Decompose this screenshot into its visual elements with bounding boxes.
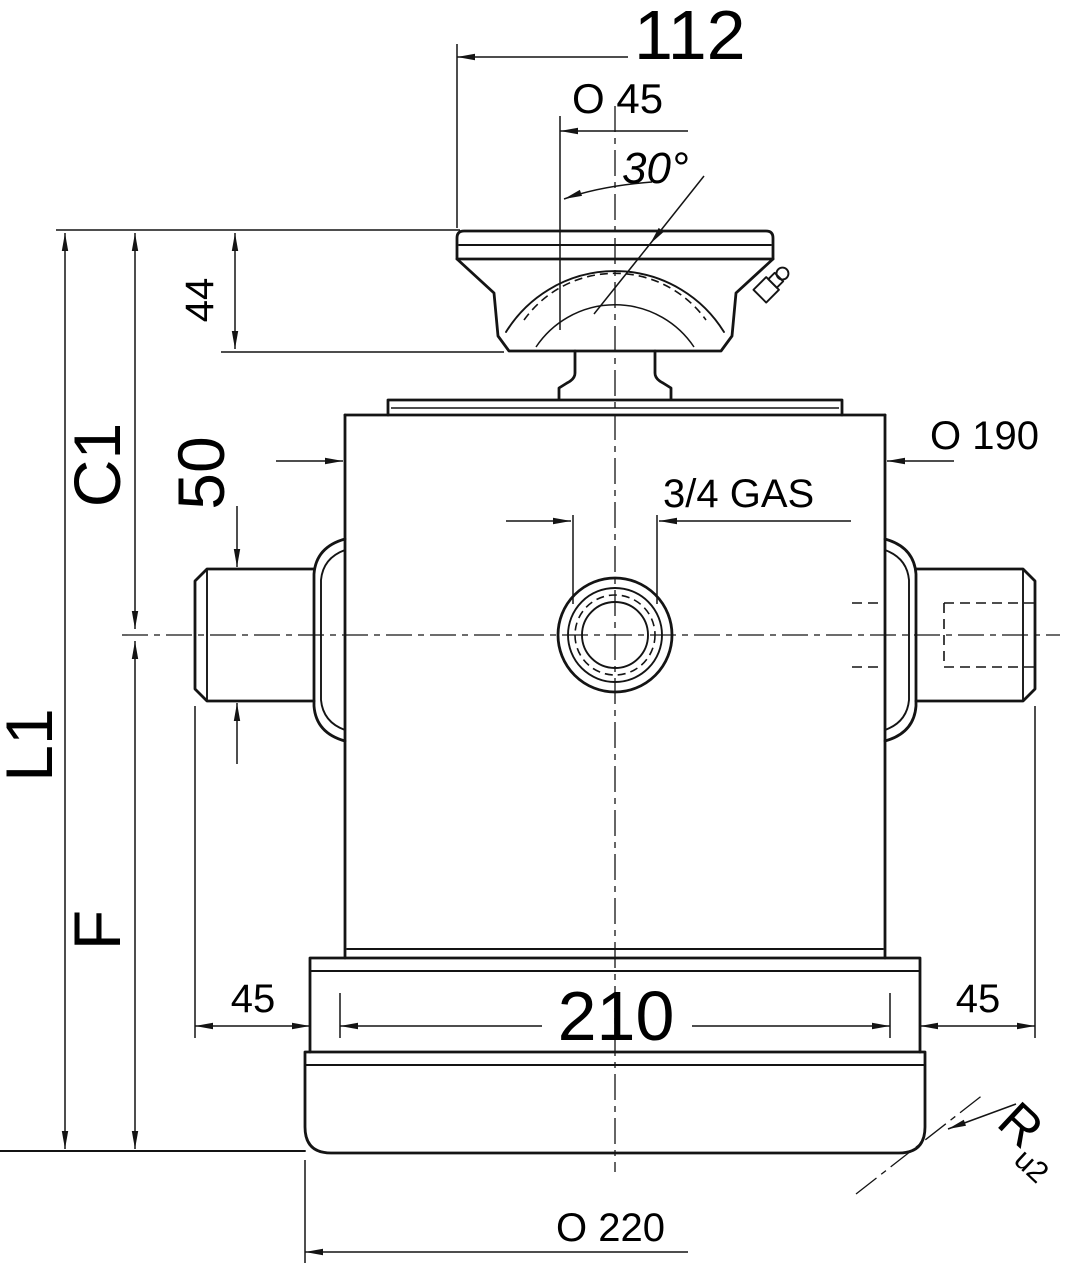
dim-44-value: 44	[178, 278, 222, 323]
port-bore-circle	[581, 601, 649, 669]
trunnion-right	[852, 567, 1037, 703]
grease-fitting-neck	[767, 271, 785, 289]
cap-dome-arc-hidden	[523, 272, 707, 321]
hydraulic-port	[556, 576, 674, 694]
dimension-44: 44	[178, 233, 504, 353]
dim-F-value: F	[60, 910, 134, 950]
dimension-angle30: 30°	[563, 144, 705, 315]
rod-neck-right	[653, 349, 673, 401]
cap-body	[455, 257, 775, 353]
dimension-210: 210	[339, 977, 891, 1055]
dimension-port-thread: 3/4 GAS	[506, 472, 851, 604]
grease-fitting	[752, 266, 790, 304]
dim-50-value: 50	[164, 436, 238, 509]
angle-leg-arrow	[649, 175, 705, 245]
right-trunnion-outline	[914, 567, 1037, 703]
dimension-50: 50	[164, 436, 241, 764]
barrel	[343, 413, 887, 960]
dim-C1-value: C1	[60, 423, 134, 507]
base-band-outline	[308, 956, 922, 1054]
dim-210-value: 210	[558, 977, 675, 1055]
dimension-d220: O 220	[304, 1160, 688, 1263]
radius-label-group: R u2	[987, 1091, 1055, 1189]
dim-112-value: 112	[634, 0, 746, 74]
cap-brim	[455, 229, 775, 261]
dimension-45-right: 45	[920, 706, 1036, 1038]
dimension-F: F	[60, 641, 139, 1149]
rod-neck	[557, 349, 673, 401]
dimension-d190: O 190	[276, 414, 1039, 465]
top-plate	[386, 398, 844, 417]
trunnion-left	[193, 567, 316, 703]
dimension-C1: C1	[60, 233, 139, 629]
angle-leg	[593, 243, 651, 315]
port-outer-circle	[567, 587, 663, 683]
dim-d220-value: O 220	[556, 1206, 665, 1250]
rod-neck-left	[557, 349, 577, 401]
left-collar-inner	[320, 549, 346, 731]
left-collar-outer	[312, 537, 347, 743]
dim-angle30-value: 30°	[622, 144, 689, 193]
grease-fitting-body	[752, 276, 780, 304]
dim-R-value: R	[987, 1091, 1054, 1159]
dimension-45-left: 45	[194, 706, 310, 1038]
cap-dome-arc-inner	[535, 304, 695, 348]
dim-port-value: 3/4 GAS	[663, 472, 814, 516]
cap-dome-arc	[505, 270, 725, 333]
top-plate-outline	[386, 398, 844, 417]
port-thread-circle	[574, 594, 656, 676]
dim-d190-value: O 190	[930, 414, 1039, 458]
cylinder-outline	[0, 229, 1037, 1155]
dim-L1-value: L1	[0, 708, 66, 781]
port-boss-circle	[556, 576, 674, 694]
base-lower-outline	[303, 1050, 927, 1155]
dim-45-left-value: 45	[231, 977, 276, 1021]
dimension-112: 112	[456, 0, 746, 228]
right-collar-outer	[883, 537, 918, 743]
base	[303, 956, 927, 1155]
dimension-d45: O 45	[559, 75, 688, 330]
trunnion-collars	[312, 537, 918, 743]
radius-leader	[947, 1103, 1017, 1130]
right-collar-inner	[884, 549, 910, 731]
dimension-L1: L1	[0, 233, 69, 1149]
left-trunnion-outline	[193, 567, 316, 703]
dimensions: 112 O 45 30° 44 C1 F	[0, 0, 1055, 1263]
angle-arc	[563, 181, 653, 200]
cylinder-cap	[455, 229, 790, 353]
dim-45-right-value: 45	[956, 977, 1001, 1021]
grease-fitting-ball	[775, 266, 790, 281]
dim-d45-value: O 45	[572, 75, 663, 122]
